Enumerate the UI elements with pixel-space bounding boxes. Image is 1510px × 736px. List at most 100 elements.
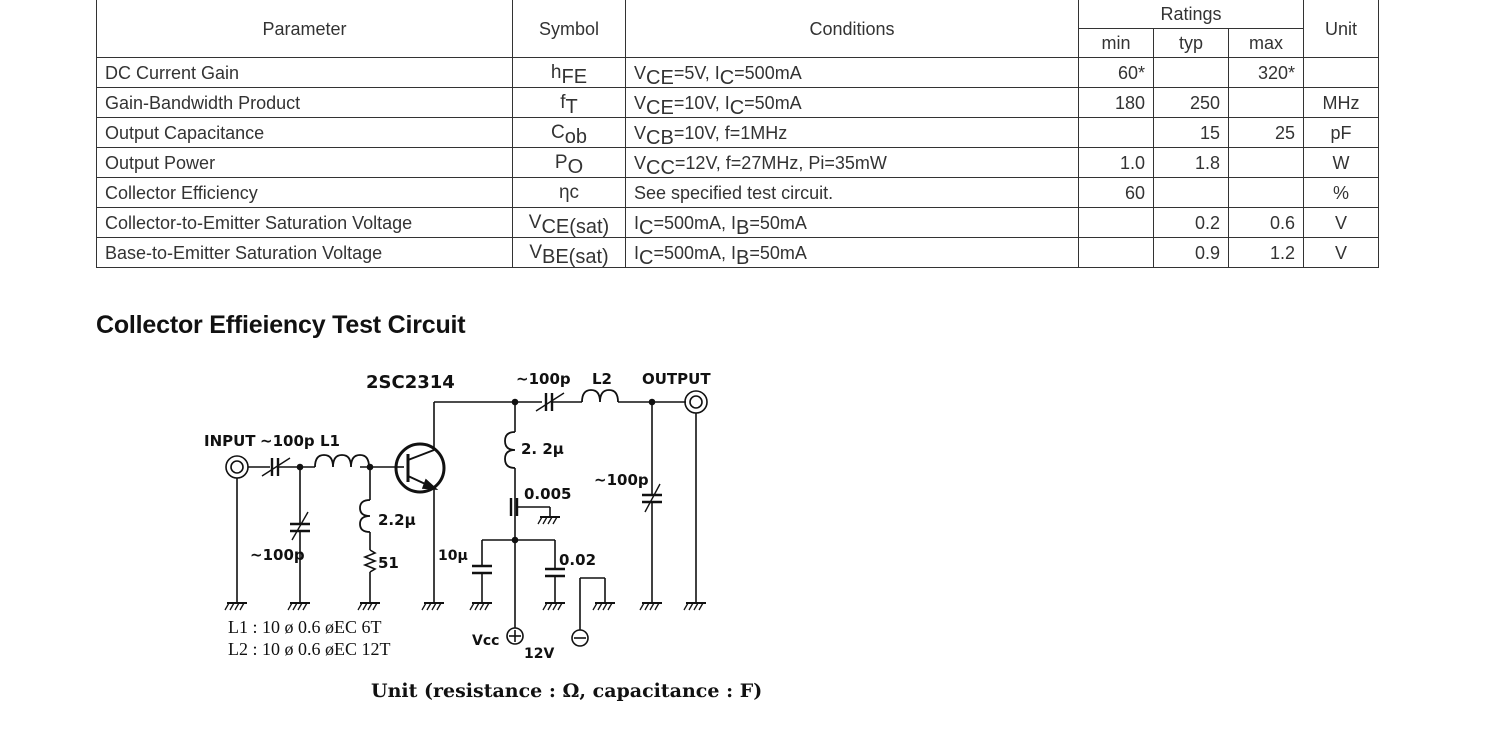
ground-icon (421, 602, 444, 611)
typ-cell (1153, 177, 1229, 208)
output-cap-label: ~100p (516, 370, 571, 388)
max-cell (1228, 147, 1304, 178)
unit-cell: pF (1303, 117, 1379, 148)
condition-text: =500mA (734, 62, 802, 83)
output-shunt-cap-label: ~100p (594, 471, 649, 489)
symbol-main: V (529, 242, 542, 263)
symbol-main: f (560, 92, 566, 113)
l1-label: L1 (320, 432, 340, 450)
header-max: max (1228, 28, 1304, 58)
condition-text: V (634, 152, 647, 173)
electrolytic-capacitor-icon (472, 564, 492, 575)
symbol-main: C (551, 122, 565, 143)
symbol-cell: VCE(sat) (512, 207, 626, 238)
ground-icon (592, 602, 615, 611)
symbol-main: P (554, 152, 568, 173)
output-connector-icon (684, 390, 708, 414)
ground-symbols (224, 516, 706, 611)
vcc-positive-terminal-icon (506, 627, 524, 645)
condition-text: V (634, 62, 647, 83)
resistor-icon (362, 549, 378, 573)
collector-choke-inductor-icon (504, 431, 516, 469)
conditions-cell: See specified test circuit. (625, 177, 1079, 208)
transistor-label: 2SC2314 (366, 372, 455, 393)
typ-cell: 1.8 (1153, 147, 1229, 178)
ground-icon (537, 516, 560, 525)
min-cell: 1.0 (1078, 147, 1154, 178)
shunt-cap-in-label: ~100p (250, 546, 305, 564)
condition-text: =10V, f=1MHz (673, 122, 788, 143)
symbol-subscript: BE(sat) (542, 246, 609, 268)
condition-text: I (634, 242, 640, 263)
parameter-cell: Collector Efficiency (96, 177, 513, 208)
base-choke-inductor-icon (359, 499, 371, 533)
symbol-cell: PO (512, 147, 626, 178)
typ-cell: 0.9 (1153, 237, 1229, 268)
l1-inductor-icon (314, 454, 370, 468)
max-cell (1228, 177, 1304, 208)
parameter-cell: Collector-to-Emitter Saturation Voltage (96, 207, 513, 238)
min-cell (1078, 117, 1154, 148)
resistor-label: 51 (378, 554, 399, 572)
max-cell: 320* (1228, 57, 1304, 88)
symbol-cell: hFE (512, 57, 626, 88)
ground-icon (357, 602, 380, 611)
unit-cell: MHz (1303, 87, 1379, 118)
typ-cell: 0.2 (1153, 207, 1229, 238)
negative-terminal-icon (571, 629, 589, 647)
decoupling-capacitor-icon (545, 567, 565, 578)
decoupling-cap-label: 0.02 (559, 551, 596, 569)
vcc-label: Vcc (472, 633, 499, 649)
ground-icon (542, 602, 565, 611)
symbol-main: h (550, 62, 562, 83)
condition-subscript: C (719, 66, 735, 89)
section-heading: Collector Effieiency Test Circuit (96, 311, 466, 339)
typ-cell: 15 (1153, 117, 1229, 148)
base-choke-label: 2.2µ (378, 511, 416, 529)
input-cap-label: ~100p (260, 432, 315, 450)
min-cell: 60 (1078, 177, 1154, 208)
unit-cell: V (1303, 237, 1379, 268)
bypass-cap-label: 0.005 (524, 485, 571, 503)
typ-cell (1153, 57, 1229, 88)
ground-icon (639, 602, 662, 611)
symbol-main: V (528, 212, 542, 233)
condition-text: V (634, 92, 647, 113)
min-cell (1078, 237, 1154, 268)
condition-subscript: B (736, 216, 750, 239)
unit-cell: W (1303, 147, 1379, 178)
conditions-cell: IC=500mA, IB=50mA (625, 237, 1079, 269)
bypass-capacitor-icon (509, 498, 519, 516)
ground-icon (224, 602, 247, 611)
test-circuit-schematic: 2SC2314 INPUT ~100p L1 ~100p 2.2µ 51 ~10… (204, 370, 711, 662)
conditions-cell: VCC=12V, f=27MHz, Pi=35mW (625, 147, 1079, 178)
conditions-cell: VCE=5V, IC=500mA (625, 57, 1079, 89)
coil-spec-l2: L2 : 10 ø 0.6 øEC 12T (228, 639, 391, 659)
symbol-subscript: O (567, 156, 584, 178)
symbol-cell: fT (512, 87, 626, 118)
unit-note: Unit (resistance : Ω, capacitance : F) (371, 680, 763, 702)
header-ratings: Ratings (1078, 0, 1304, 29)
vcc-value: 12V (524, 646, 554, 662)
electrolytic-label: 10µ (438, 548, 468, 564)
max-cell: 25 (1228, 117, 1304, 148)
header-typ: typ (1153, 28, 1229, 58)
condition-text: =50mA (749, 242, 807, 263)
coil-spec-l1: L1 : 10 ø 0.6 øEC 6T (228, 617, 382, 637)
condition-subscript: CE (646, 96, 674, 119)
parameter-cell: Output Capacitance (96, 117, 513, 148)
condition-subscript: CB (646, 126, 674, 149)
ground-icon (683, 602, 706, 611)
header-min: min (1078, 28, 1154, 58)
condition-text: =500mA, I (653, 212, 737, 233)
min-cell: 180 (1078, 87, 1154, 118)
condition-text: I (634, 212, 640, 233)
l2-label: L2 (592, 370, 612, 388)
unit-cell: % (1303, 177, 1379, 208)
symbol-main: ηc (558, 182, 580, 203)
condition-subscript: C (639, 246, 654, 269)
